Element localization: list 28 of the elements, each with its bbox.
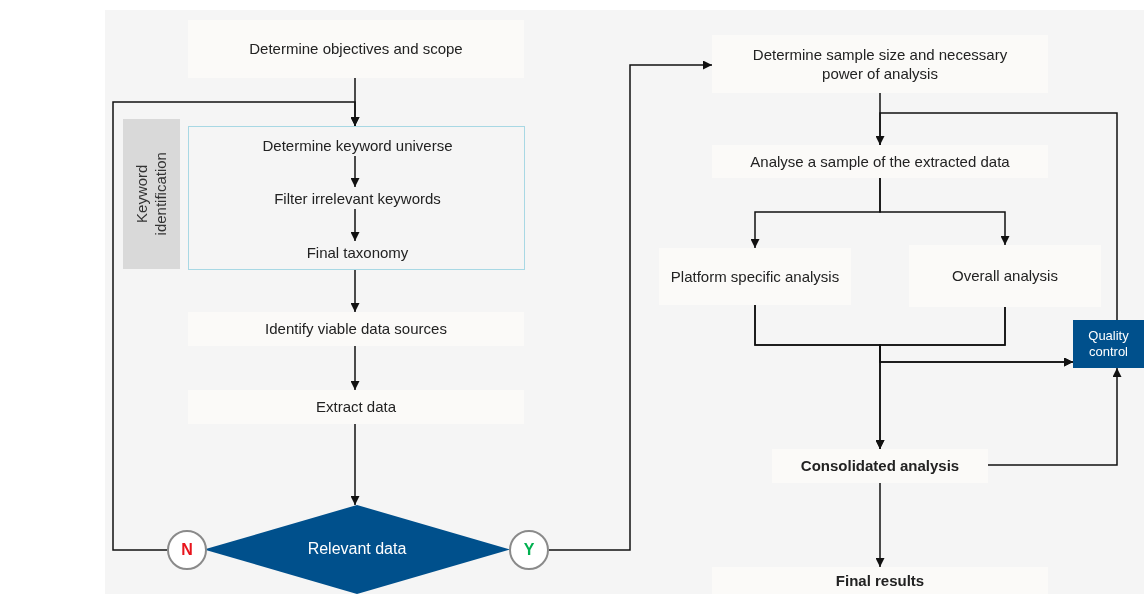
group-box	[188, 126, 525, 270]
process-box: Final results	[712, 567, 1048, 594]
process-box: Extract data	[188, 390, 524, 424]
connector-arrow	[879, 306, 1074, 367]
connector-arrow	[879, 177, 1010, 246]
connector-arrow	[350, 155, 360, 188]
process-box: Analyse a sample of the extracted data	[712, 145, 1048, 178]
process-box: Consolidated analysis	[772, 449, 988, 483]
step-label: Final taxonomy	[229, 242, 486, 264]
connector-arrow	[350, 423, 360, 506]
process-box: Identify viable data sources	[188, 312, 524, 346]
section-label: Keyword identification	[123, 119, 180, 269]
process-box: Overall analysis	[909, 245, 1101, 307]
process-box: Determine sample size and necessary power of analysis	[712, 35, 1048, 93]
connector-arrow	[875, 112, 1118, 321]
connector-arrow	[875, 482, 885, 568]
step-label: Filter irrelevant keywords	[229, 188, 486, 210]
connector-arrow	[350, 208, 360, 242]
process-box: Determine objectives and scope	[188, 20, 524, 78]
connector-arrow	[350, 269, 360, 313]
quality-control-box: Quality control	[1073, 320, 1144, 368]
connector-arrow	[350, 345, 360, 391]
process-box: Platform specific analysis	[659, 248, 851, 305]
connector-arrow	[987, 367, 1122, 466]
connector-arrow	[548, 60, 713, 551]
connector-arrow	[112, 101, 360, 551]
step-label: Determine keyword universe	[229, 135, 486, 157]
decision-diamond: Relevant data	[204, 505, 510, 594]
